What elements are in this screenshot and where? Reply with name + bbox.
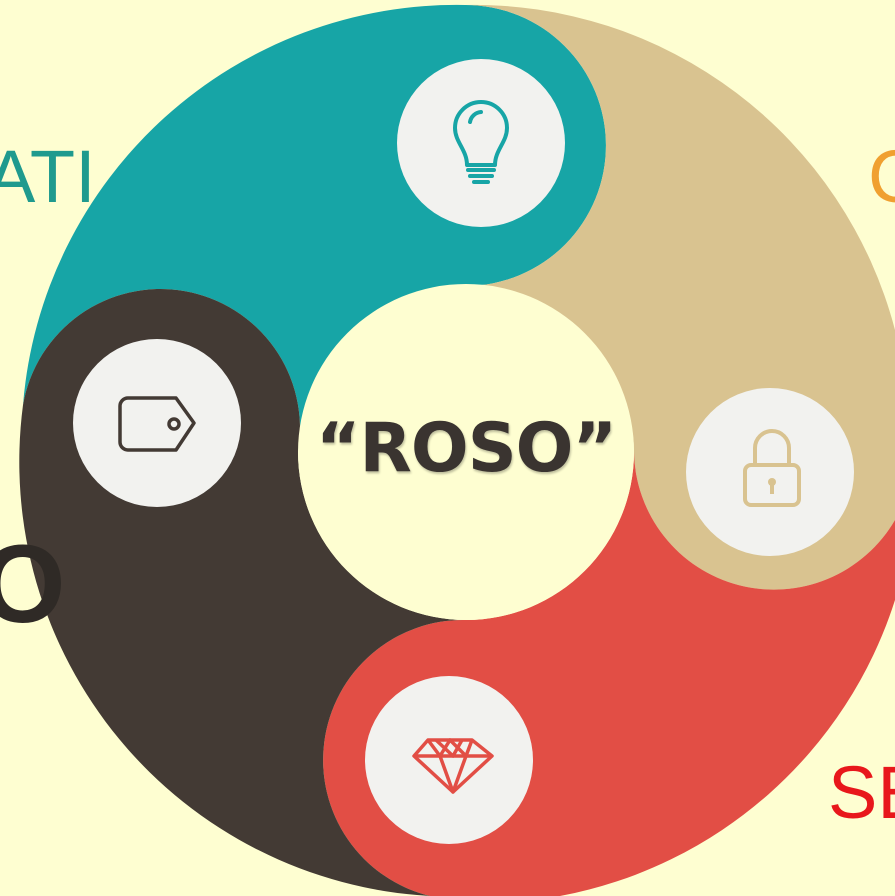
side-label-top-right: C — [868, 135, 895, 218]
side-label-left: O — [0, 523, 66, 646]
icon-badge-padlock — [686, 388, 854, 556]
diamond-icon — [412, 738, 494, 794]
side-label-bottom-right: SE — [828, 751, 895, 834]
lightbulb-icon — [453, 100, 509, 184]
center-title: “ROSO” — [315, 408, 617, 488]
padlock-icon — [743, 429, 801, 507]
side-label-top-left: ATI — [0, 135, 96, 218]
icon-badge-lightbulb — [397, 59, 565, 227]
icon-badge-tag — [73, 339, 241, 507]
price-tag-icon — [118, 396, 196, 452]
icon-badge-diamond — [365, 676, 533, 844]
center-circle — [298, 284, 634, 620]
